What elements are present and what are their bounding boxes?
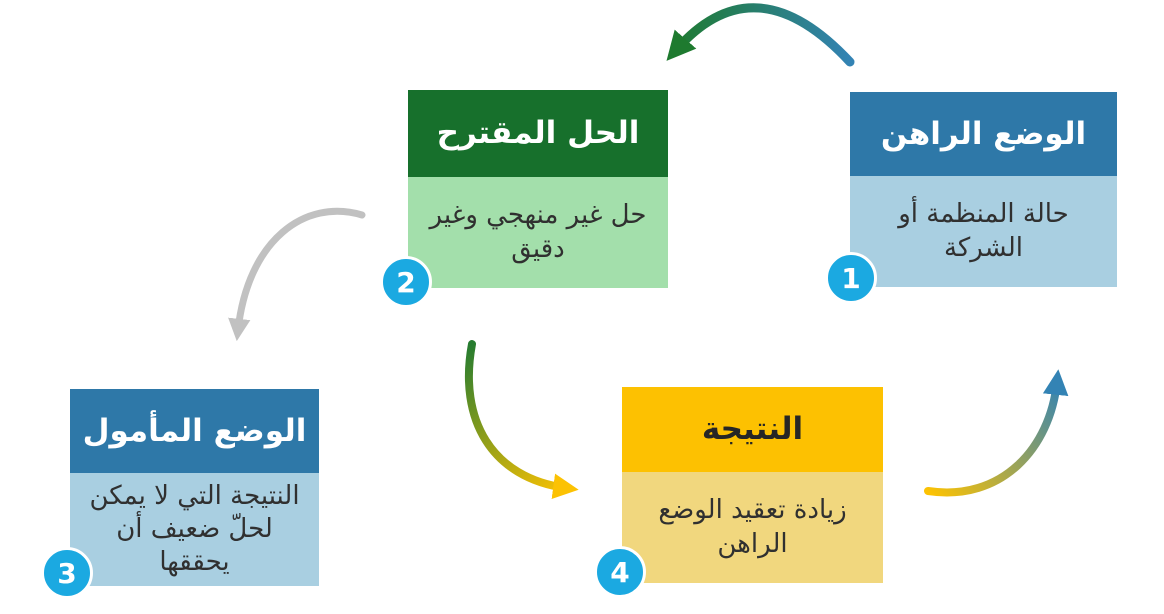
card-desired-situation-title: الوضع المأمول — [70, 389, 319, 473]
card-proposed-solution-body: حل غير منهجي وغير دقيق — [408, 177, 668, 288]
arrow-current-to-solution — [666, 3, 855, 67]
card-result-title: النتيجة — [622, 387, 883, 472]
step-badge-2: 2 — [380, 256, 432, 308]
card-result: النتيجة زيادة تعقيد الوضع الراهن 4 — [594, 387, 883, 598]
step-badge-3: 3 — [41, 547, 93, 599]
step-badge-4: 4 — [594, 546, 646, 598]
arrow-result-to-current — [924, 369, 1069, 497]
card-current-situation-body: حالة المنظمة أو الشركة — [850, 176, 1117, 287]
card-result-body: زيادة تعقيد الوضع الراهن — [622, 472, 883, 583]
card-desired-situation: الوضع المأمول النتيجة التي لا يمكن لحلّ … — [41, 389, 319, 599]
card-current-situation: الوضع الراهن حالة المنظمة أو الشركة 1 — [825, 92, 1117, 304]
card-proposed-solution: الحل المقترح حل غير منهجي وغير دقيق 2 — [380, 90, 668, 308]
arrow-solution-to-desired — [228, 207, 366, 342]
arrow-solution-to-result — [464, 340, 579, 499]
card-proposed-solution-title: الحل المقترح — [408, 90, 668, 177]
card-current-situation-title: الوضع الراهن — [850, 92, 1117, 176]
step-badge-1: 1 — [825, 252, 877, 304]
card-desired-situation-body: النتيجة التي لا يمكن لحلّ ضعيف أن يحققها — [70, 473, 319, 586]
